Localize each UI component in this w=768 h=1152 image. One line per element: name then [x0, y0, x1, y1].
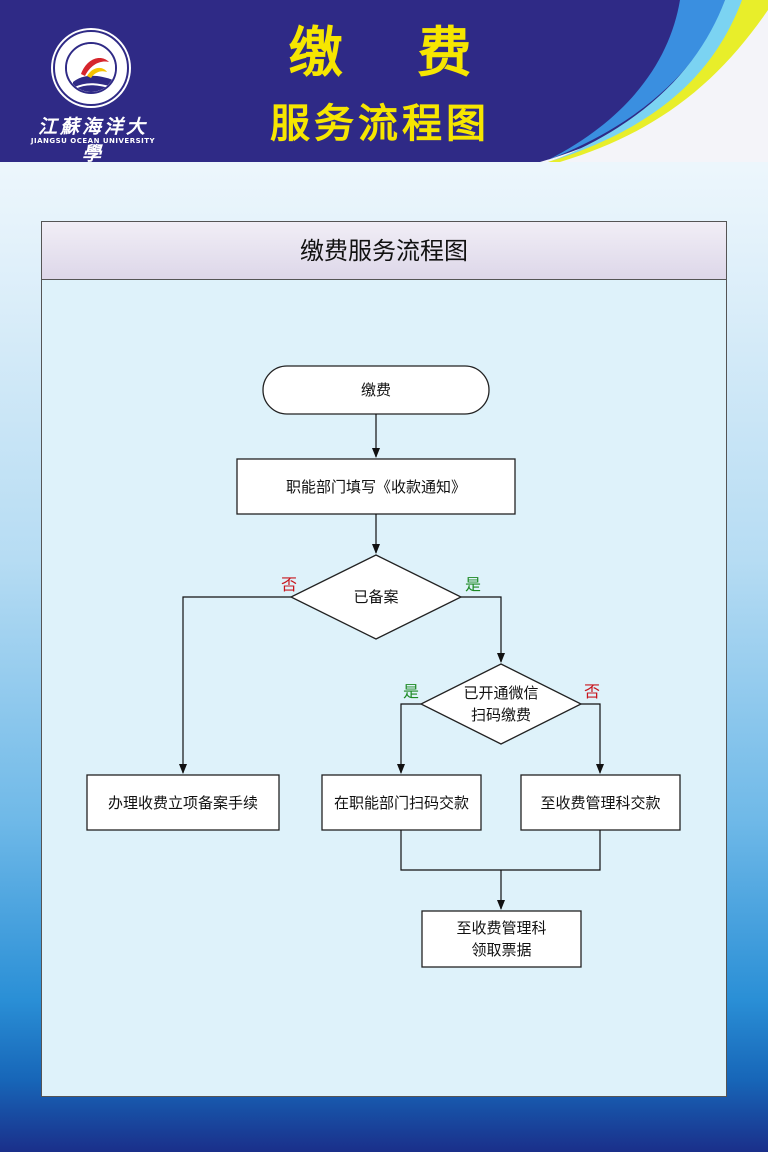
node-filing [86, 774, 280, 831]
decision-wechat-line2: 扫码缴费 [470, 706, 531, 724]
office-pay-label: 至收费管理科交款 [540, 793, 661, 812]
page-subtitle: 服务流程图 [270, 101, 490, 147]
edge-wechat-yes [397, 703, 421, 774]
edge-label-no-wechat: 否 [584, 682, 601, 701]
university-logo: 江蘇海洋大學 JIANGSU OCEAN UNIVERSITY [28, 26, 158, 162]
receipt-line2: 领取票据 [471, 941, 532, 959]
fill-notice-label: 职能部门填写《收款通知》 [285, 477, 466, 496]
decision-wechat-label: 已开通微信 扫码缴费 [421, 664, 581, 744]
logo-emblem [53, 30, 129, 106]
decision-filed-label: 已备案 [353, 588, 399, 606]
logo-chinese-name: 江蘇海洋大學 [37, 116, 148, 162]
edge-filed-no [179, 596, 291, 774]
edge-scan-to-merge [400, 830, 601, 871]
filing-label: 办理收费立项备案手续 [107, 793, 258, 812]
page-title: 缴 费 [288, 21, 500, 84]
scan-pay-label: 在职能部门扫码交款 [333, 793, 469, 812]
edge-wechat-no [581, 703, 604, 774]
header-swoosh-decoration [540, 0, 768, 162]
decision-wechat-line1: 已开通微信 [463, 684, 539, 702]
logo-english-name: JIANGSU OCEAN UNIVERSITY [30, 137, 156, 145]
edge-label-yes-wechat: 是 [403, 682, 420, 701]
node-scan-pay [321, 774, 482, 831]
edge-label-yes-filed: 是 [465, 575, 482, 594]
node-receipt [421, 910, 582, 968]
receipt-line1: 至收费管理科 [456, 919, 547, 937]
emblem-icon [67, 44, 115, 92]
receipt-label: 至收费管理科 领取票据 [422, 911, 581, 967]
node-office-pay [520, 774, 681, 831]
node-fill-notice [236, 458, 516, 515]
edge-filed-yes [461, 596, 505, 663]
panel-title: 缴费服务流程图 [42, 222, 726, 280]
page-header: 江蘇海洋大學 JIANGSU OCEAN UNIVERSITY 缴 费 服务流程… [0, 0, 768, 162]
node-decision-filed [289, 554, 463, 640]
start-label: 缴费 [360, 381, 391, 399]
node-decision-wechat [419, 663, 583, 745]
edge-label-no-filed: 否 [281, 575, 298, 594]
